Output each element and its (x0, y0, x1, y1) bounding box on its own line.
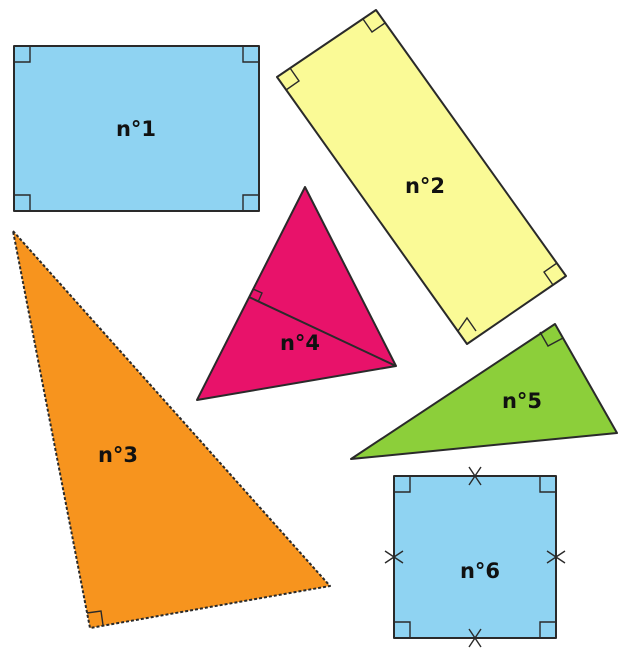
shape-1-right-angle-mark (242, 46, 259, 63)
shape-2-body (276, 9, 567, 345)
shape-6-right-angle-mark (539, 476, 556, 493)
shape-3-triangle: n°3 (12, 230, 331, 629)
shape-4-right-angle-mark (252, 288, 263, 303)
shape-2-right-angle-mark (285, 67, 300, 91)
shape-6-label: n°6 (460, 559, 500, 583)
shape-6-equal-side-tick (546, 550, 566, 564)
shape-3-label: n°3 (98, 443, 138, 467)
shape-1-label: n°1 (116, 117, 156, 141)
shape-6-right-angle-mark (394, 476, 411, 493)
shape-5-right-angle-mark (539, 331, 564, 347)
shape-2-label: n°2 (405, 174, 445, 198)
shape-5-triangle: n°5 (350, 323, 618, 460)
shape-3-body (12, 230, 331, 629)
shape-1-body (13, 45, 260, 212)
shape-5-body (350, 323, 618, 460)
shape-4-triangle: n°4 (196, 186, 397, 401)
shape-6-body (393, 475, 557, 639)
shape-6-equal-side-tick (468, 466, 482, 486)
shape-3-right-angle-mark (86, 610, 104, 626)
shape-4-body (196, 186, 397, 401)
shape-6-right-angle-mark (394, 621, 411, 638)
shape-6-equal-side-tick (468, 628, 482, 648)
shape-4-label: n°4 (280, 331, 320, 355)
shape-2-right-angle-mark (543, 262, 558, 286)
shape-6-right-angle-mark (539, 621, 556, 638)
shape-5-label: n°5 (502, 389, 542, 413)
shape-1-right-angle-mark (242, 194, 259, 211)
shape-4-height (248, 296, 397, 367)
shape-1-rectangle: n°1 (13, 45, 260, 212)
shape-2-right-angle-mark (362, 18, 386, 33)
shape-1-right-angle-mark (14, 46, 31, 63)
shape-2-right-angle-mark (457, 316, 477, 332)
shape-1-right-angle-mark (14, 194, 31, 211)
shape-6-equal-side-tick (384, 550, 404, 564)
shape-6-square: n°6 (384, 466, 566, 648)
shape-2-rectangle: n°2 (276, 9, 567, 345)
